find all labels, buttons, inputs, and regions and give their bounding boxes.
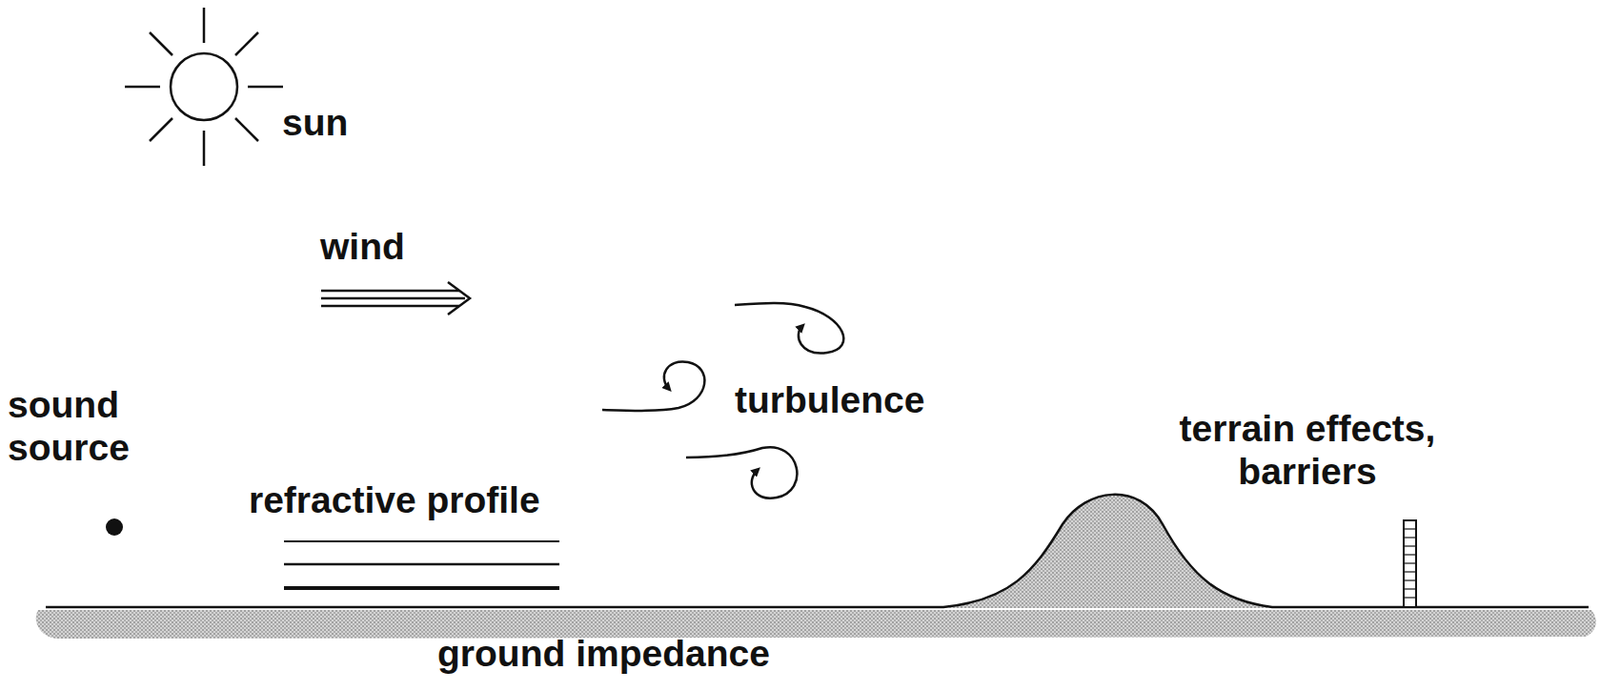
profile-lines [283, 541, 560, 588]
profile-label: refractive profile [248, 479, 541, 523]
wind-arrow [321, 282, 470, 315]
source-label: sound source [7, 384, 161, 470]
terrain-label: terrain effects, barriers [1135, 407, 1479, 494]
sun-label: sun [282, 101, 348, 145]
ground-band [36, 609, 1597, 639]
ground-label: ground impedance [437, 632, 770, 676]
barrier [1403, 520, 1417, 608]
turbulence-label: turbulence [734, 379, 925, 423]
sun-symbol [124, 7, 284, 166]
source-dot [105, 518, 123, 536]
wind-label: wind [320, 225, 406, 269]
